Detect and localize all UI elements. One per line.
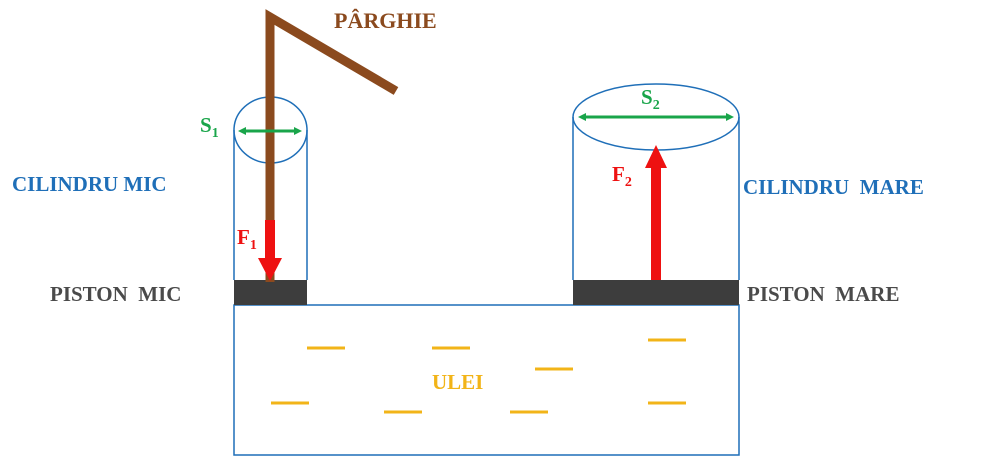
small-piston — [234, 280, 307, 305]
large-piston-label: PISTON MARE — [747, 282, 899, 306]
area-s1-label: S1 — [200, 113, 219, 141]
force-f1-label: F1 — [237, 225, 257, 253]
large-piston — [573, 280, 739, 305]
small-cylinder-label: CILINDRU MIC — [12, 172, 167, 196]
arrow-up-icon — [645, 145, 667, 280]
lever-label: PÂRGHIE — [334, 8, 437, 33]
large-cylinder-label: CILINDRU MARE — [743, 175, 924, 199]
lever-icon — [265, 9, 399, 282]
force-f2-label: F2 — [612, 162, 632, 190]
oil-dashes — [271, 338, 686, 414]
oil-label: ULEI — [432, 370, 483, 394]
oil-tank-outline — [233, 304, 740, 456]
small-piston-label: PISTON MIC — [50, 282, 181, 306]
area-s2-label: S2 — [641, 85, 660, 113]
arrow-down-icon — [258, 220, 282, 281]
